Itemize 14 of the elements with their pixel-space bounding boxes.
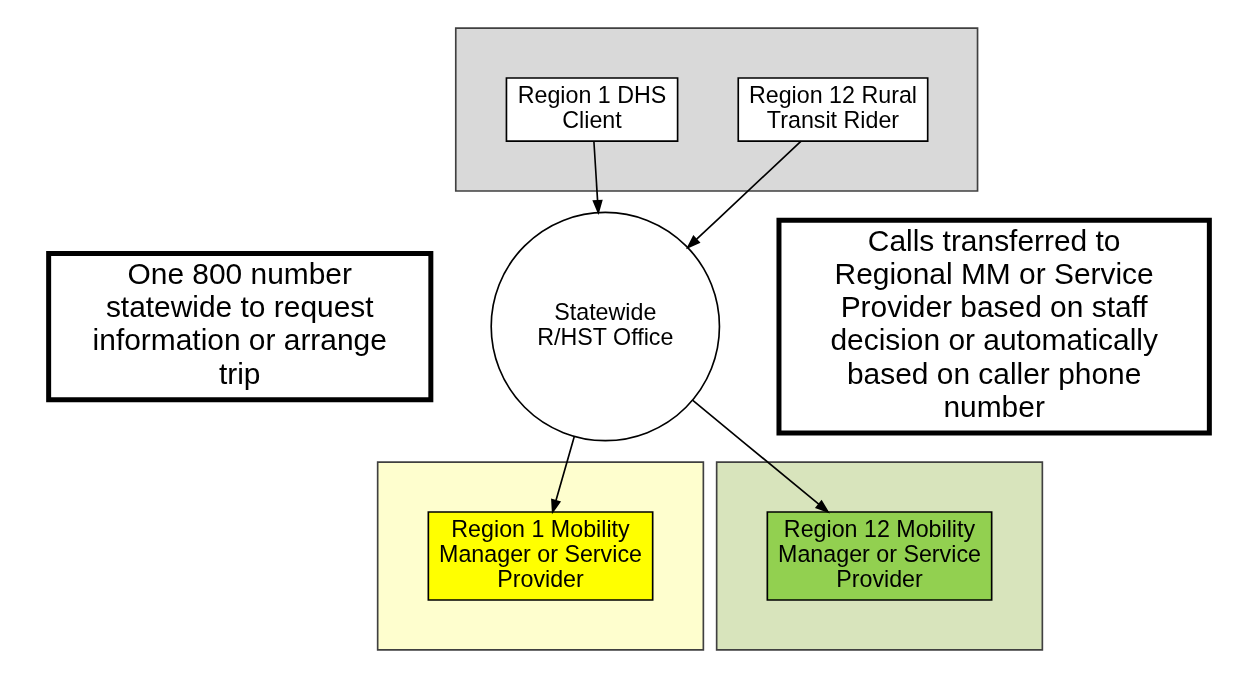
node-box: Region 12 Rural Transit Rider	[737, 77, 929, 142]
arrow	[686, 140, 802, 250]
cluster	[454, 27, 979, 192]
node-circle: Statewide R/HST Office	[490, 211, 721, 442]
cluster	[715, 461, 1044, 651]
node-box: Region 1 Mobility Manager or Service Provider	[427, 511, 654, 601]
arrow	[692, 399, 830, 514]
node-box: One 800 number statewide to request information or arrange trip	[46, 250, 434, 403]
node-box: Region 1 DHS Client	[505, 77, 679, 142]
node-box: Region 12 Mobility Manager or Service Provider	[766, 511, 993, 601]
arrow	[592, 140, 603, 215]
node-box: Calls transferred to Regional MM or Service Provider based on staff decision or automatically based on caller phone number	[776, 217, 1212, 436]
arrow	[551, 435, 576, 515]
cluster	[376, 461, 705, 651]
